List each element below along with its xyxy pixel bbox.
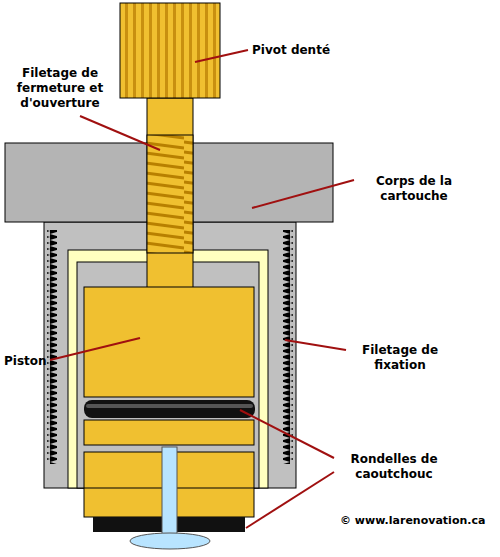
part-label: Piston (4, 354, 50, 369)
copyright-note: © www.larenovation.ca (340, 513, 496, 528)
part-label: Filetage de fixation (350, 343, 450, 373)
part-label: Pivot denté (252, 43, 382, 58)
part-label: Rondelles de caoutchouc (338, 452, 450, 482)
part-label: Filetage de fermeture et d'ouverture (4, 66, 116, 111)
part-label: Corps de la cartouche (358, 174, 470, 204)
